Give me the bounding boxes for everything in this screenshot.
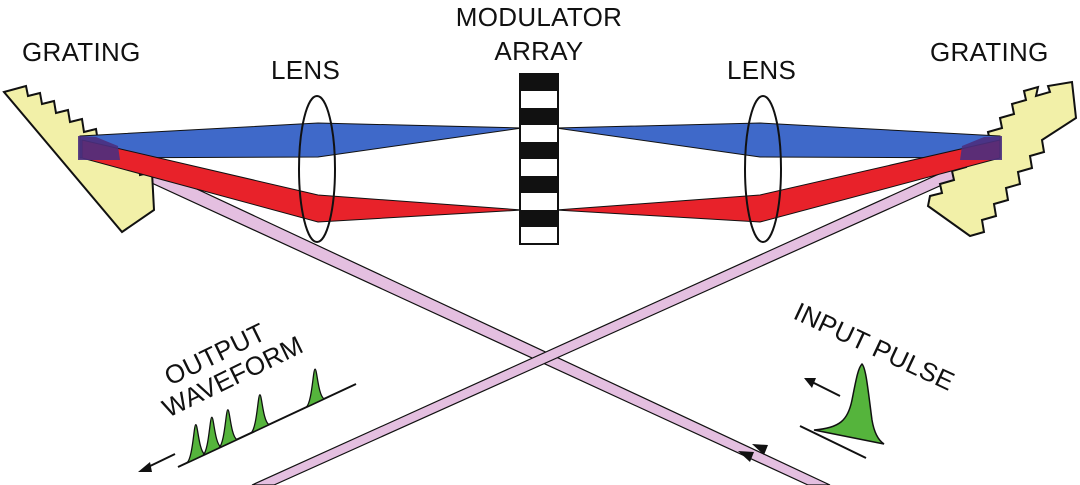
modulator-pixel xyxy=(520,108,558,125)
modulator-pixel xyxy=(520,142,558,159)
modulator-pixel xyxy=(520,74,558,91)
output-pulses xyxy=(186,368,326,464)
output-pulse xyxy=(250,394,271,434)
output-pulse xyxy=(186,424,207,464)
lens-right xyxy=(744,95,782,243)
beam-overlap xyxy=(78,136,1002,160)
modulator-label-line2: ARRAY xyxy=(494,36,583,66)
input-beam xyxy=(78,139,831,485)
beam-arrow-icon xyxy=(738,444,768,462)
input-pulse xyxy=(799,362,885,459)
lens-label-left: LENS xyxy=(271,55,340,85)
grating-label-right: GRATING xyxy=(930,37,1049,67)
modulator-pixel xyxy=(520,210,558,227)
modulator-array xyxy=(519,73,559,245)
arrow-left-icon xyxy=(138,453,176,472)
modulator-pixel xyxy=(520,176,558,193)
arrow-left-icon xyxy=(804,378,841,397)
output-pulse xyxy=(218,409,239,449)
lens-left xyxy=(298,95,336,243)
lens-label-right: LENS xyxy=(727,55,796,85)
output-pulse xyxy=(202,416,223,457)
input-pulse-label: INPUT PULSE xyxy=(789,296,959,396)
output-waveform xyxy=(138,368,357,472)
modulator-label-line1: MODULATOR xyxy=(456,2,622,32)
output-pulse xyxy=(305,368,326,408)
grating-label-left: GRATING xyxy=(22,37,141,67)
